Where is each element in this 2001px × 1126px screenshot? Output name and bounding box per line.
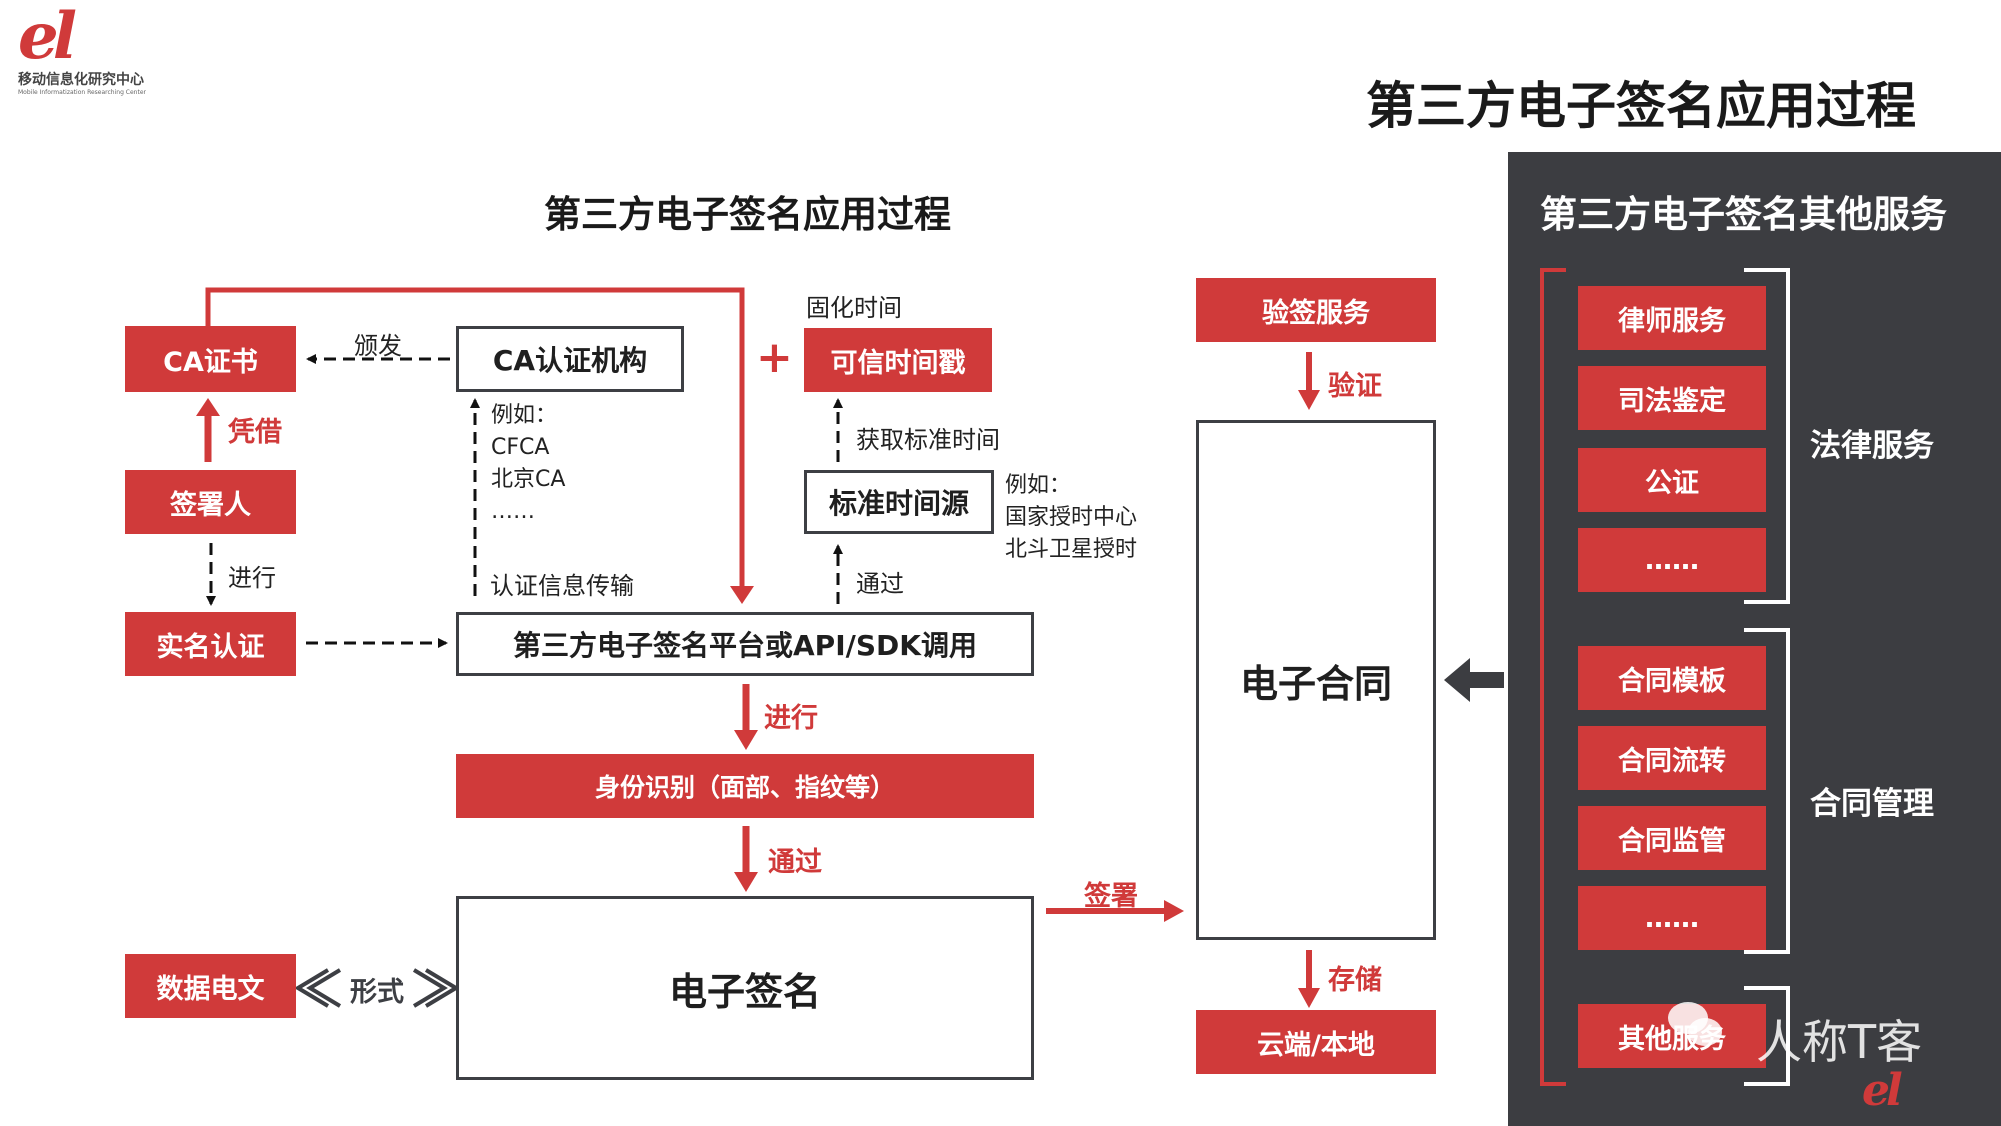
sign-label: 签署 bbox=[1084, 881, 1138, 912]
realname-box: 实名认证 bbox=[125, 612, 296, 676]
perform-label: 进行 bbox=[228, 564, 276, 592]
identity-box: 身份识别（面部、指纹等） bbox=[456, 754, 1034, 818]
timestamp-box: 可信时间戳 bbox=[804, 328, 992, 392]
form-label: 形式 bbox=[350, 977, 404, 1008]
legal-item-notary: 公证 bbox=[1578, 448, 1766, 512]
legal-bracket-left bbox=[1540, 268, 1566, 1086]
red-route-line bbox=[205, 287, 745, 590]
rely-arrow-head bbox=[196, 398, 220, 416]
watermark-text: 人称T客 bbox=[1756, 1015, 1923, 1069]
logo: el 移动信息化研究中心 Mobile Informatization Rese… bbox=[18, 2, 168, 102]
pass-arrow-head bbox=[734, 872, 758, 892]
esign-box: 电子签名 bbox=[456, 896, 1034, 1080]
page-title: 第三方电子签名应用过程 bbox=[1366, 77, 1916, 135]
perform2-label: 进行 bbox=[764, 703, 818, 734]
services-to-contract-arrow bbox=[1444, 658, 1504, 702]
contract-label: 合同管理 bbox=[1810, 786, 1934, 822]
sign-arrow-head bbox=[1164, 900, 1184, 922]
ca-org-box: CA认证机构 bbox=[456, 326, 684, 392]
store-arrow-head bbox=[1298, 988, 1320, 1008]
legal-item-judicial: 司法鉴定 bbox=[1578, 366, 1766, 430]
contract-item-template: 合同模板 bbox=[1578, 646, 1766, 710]
verify-arrow-head bbox=[1298, 390, 1320, 410]
form-chevron-right-icon bbox=[412, 968, 460, 1008]
issue-label: 颁发 bbox=[354, 332, 402, 360]
verify-label: 验证 bbox=[1328, 371, 1382, 402]
wechat-icon bbox=[1668, 1000, 1722, 1048]
pass-label: 通过 bbox=[768, 847, 822, 878]
time-source-box: 标准时间源 bbox=[804, 470, 994, 534]
contract-item-more: …… bbox=[1578, 886, 1766, 950]
data-msg-box: 数据电文 bbox=[125, 954, 296, 1018]
legal-label: 法律服务 bbox=[1810, 428, 1934, 464]
legal-bracket-right bbox=[1744, 268, 1790, 604]
via-label: 通过 bbox=[856, 570, 904, 598]
get-time-label: 获取标准时间 bbox=[856, 426, 1000, 454]
other-bracket-right bbox=[1744, 986, 1790, 1086]
contract-bracket-right bbox=[1744, 628, 1790, 954]
legal-item-lawyer: 律师服务 bbox=[1578, 286, 1766, 350]
contract-item-supervise: 合同监管 bbox=[1578, 806, 1766, 870]
perform2-arrow-head bbox=[734, 730, 758, 750]
time-examples: 例如： 国家授时中心 北斗卫星授时 bbox=[1005, 473, 1138, 562]
platform-box: 第三方电子签名平台或API/SDK调用 bbox=[456, 612, 1034, 676]
form-chevron-left-icon bbox=[294, 968, 342, 1008]
rely-label: 凭借 bbox=[228, 417, 282, 448]
logo-name: 移动信息化研究中心 bbox=[18, 72, 144, 88]
red-route-arrowhead bbox=[730, 586, 754, 604]
fix-time-label: 固化时间 bbox=[806, 294, 902, 322]
logo-mark: el bbox=[18, 0, 77, 74]
logo-subname: Mobile Informatization Researching Cente… bbox=[18, 89, 146, 96]
signer-box: 签署人 bbox=[125, 470, 296, 534]
legal-item-more: …… bbox=[1578, 528, 1766, 592]
store-label: 存储 bbox=[1328, 965, 1382, 996]
verify-service-box: 验签服务 bbox=[1196, 278, 1436, 342]
ca-cert-box: CA证书 bbox=[125, 326, 296, 392]
watermark-logo: el bbox=[1862, 1065, 1903, 1116]
storage-box: 云端/本地 bbox=[1196, 1010, 1436, 1074]
ca-examples: 例如： CFCA 北京CA …… bbox=[491, 403, 566, 524]
left-section-title: 第三方电子签名应用过程 bbox=[544, 193, 951, 236]
ca-transfer-label: 认证信息传输 bbox=[490, 572, 634, 600]
plus-sign: + bbox=[756, 332, 793, 383]
contract-item-flow: 合同流转 bbox=[1578, 726, 1766, 790]
contract-box: 电子合同 bbox=[1196, 420, 1436, 940]
services-title: 第三方电子签名其他服务 bbox=[1540, 193, 1947, 236]
